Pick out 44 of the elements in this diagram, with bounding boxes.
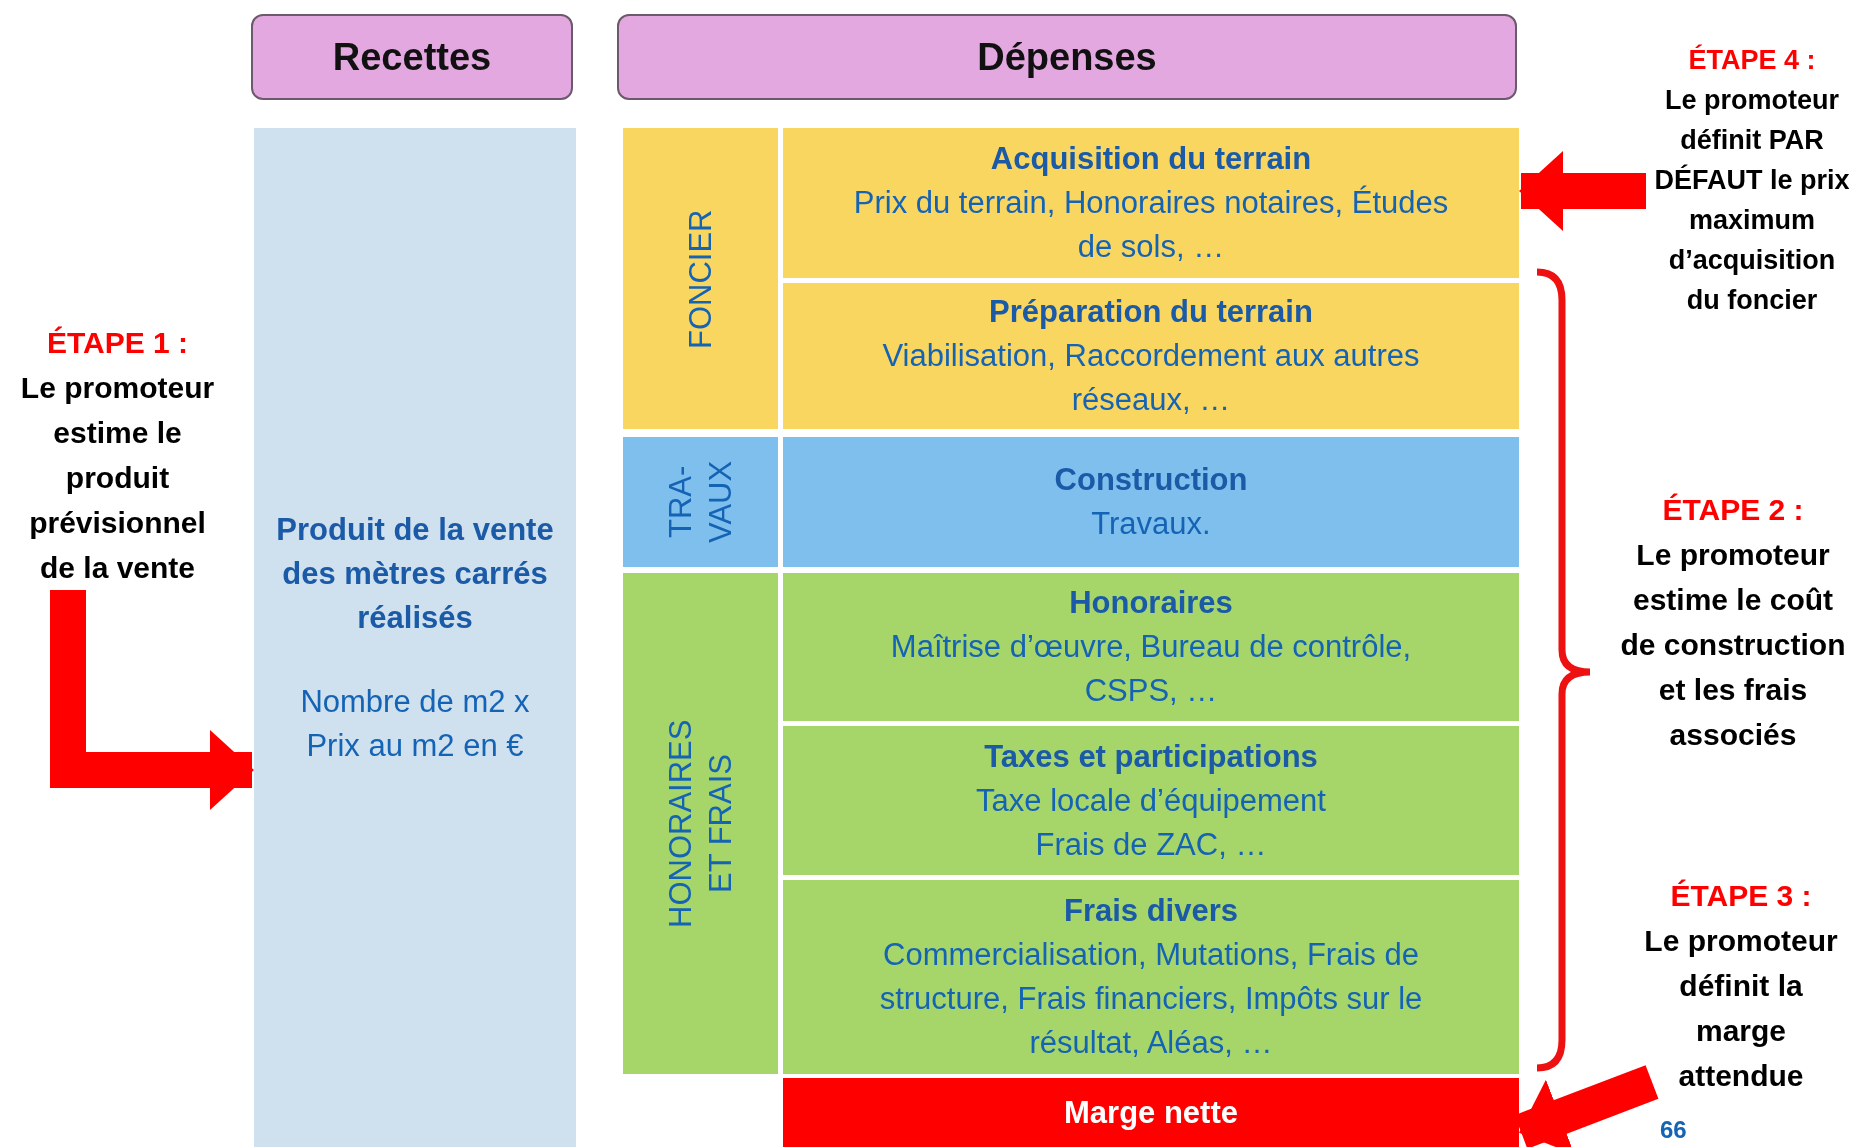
step-heading: ÉTAPE 3 : [1670, 877, 1812, 914]
arrow [50, 590, 254, 810]
category-label: TRA- VAUX [661, 459, 739, 546]
item-description: Prix du terrain, Honoraires notaires, Études de sols, … [852, 184, 1450, 266]
column-heading: Dépenses [977, 35, 1157, 79]
category-band [623, 573, 778, 1074]
cost-box [783, 880, 1519, 1074]
item-description: Nombre de m2 x Prix au m2 en € [300, 682, 530, 765]
column-heading: Recettes [332, 35, 492, 79]
cost-box [783, 726, 1519, 875]
category-band [623, 128, 778, 429]
step-heading: ÉTAPE 4 : [1688, 43, 1816, 77]
column-header [251, 14, 573, 100]
step-description: Le promoteur estime le produit prévisionnel de la vente [19, 370, 216, 586]
cost-box [783, 573, 1519, 721]
cost-box [783, 128, 1519, 278]
revenue-column [254, 128, 576, 1147]
step-heading: ÉTAPE 2 : [1662, 492, 1804, 528]
page-number: 66 [1660, 1116, 1687, 1144]
column-header [617, 14, 1517, 100]
step-description: Le promoteur définit PAR DÉFAUT le prix maximum d’acquisition du foncier [1653, 84, 1851, 317]
item-heading: Frais divers [1063, 892, 1238, 930]
category-label: HONORAIRES ET FRAIS [661, 718, 739, 930]
item-heading: Marge nette [1064, 1094, 1238, 1131]
item-heading: Produit de la vente des mètres carrés réalisés [275, 510, 555, 637]
cost-box [783, 437, 1519, 567]
item-description: Maîtrise d’œuvre, Bureau de contrôle, CSPS, … [889, 628, 1413, 710]
item-heading: Honoraires [1069, 584, 1233, 622]
step-heading: ÉTAPE 1 : [46, 325, 189, 361]
item-description: Commercialisation, Mutations, Frais de structure, Frais financiers, Impôts sur le résultat, Aléas, … [878, 936, 1424, 1062]
category-band [623, 437, 778, 567]
item-heading: Préparation du terrain [989, 293, 1313, 331]
margin-box [783, 1078, 1519, 1147]
step-description: Le promoteur estime le coût de construction et les frais associés [1619, 537, 1847, 753]
category-label: FONCIER [681, 207, 719, 351]
item-heading: Construction [1054, 461, 1248, 499]
item-heading: Taxes et participations [984, 737, 1318, 776]
arrow [1519, 151, 1646, 231]
cost-box [783, 283, 1519, 429]
item-description: Travaux. [1091, 505, 1211, 543]
step-description: Le promoteur définit la marge attendue [1643, 922, 1839, 1094]
item-heading: Acquisition du terrain [990, 140, 1312, 178]
item-description: Taxe locale d’équipement Frais de ZAC, … [975, 781, 1327, 864]
item-description: Viabilisation, Raccordement aux autres réseaux, … [881, 337, 1421, 419]
